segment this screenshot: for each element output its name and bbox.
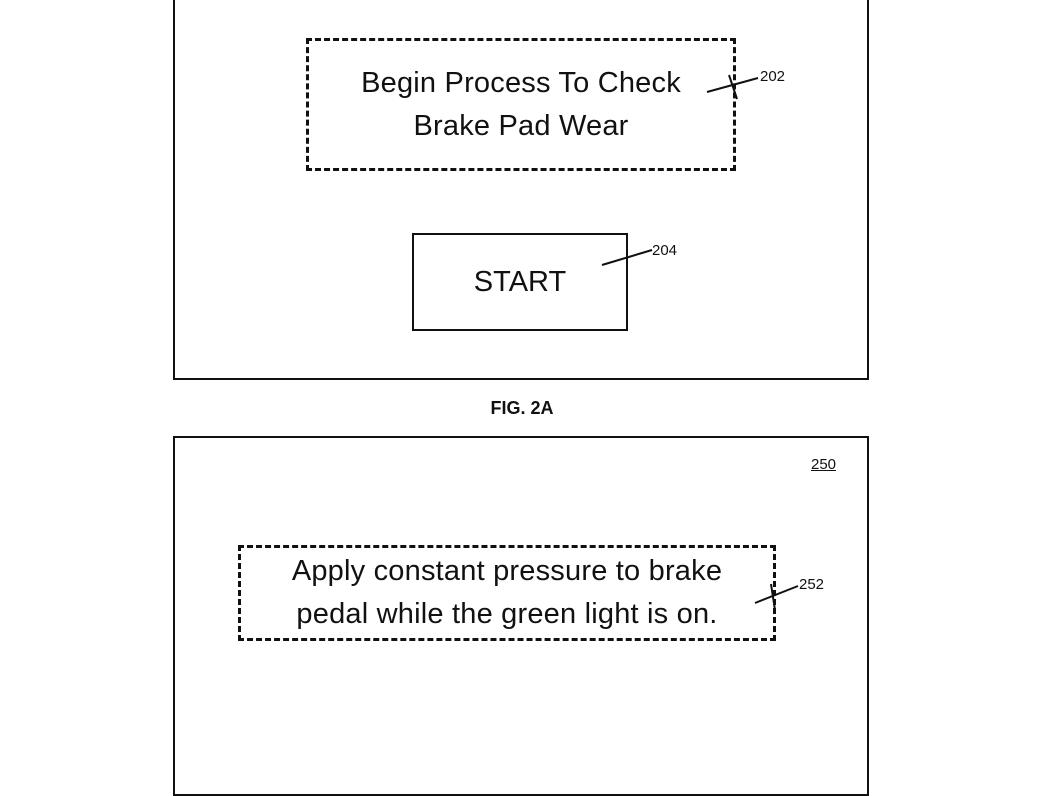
leader-tick-instruction [770,583,776,611]
leader-tick-prompt [728,74,738,100]
leader-line-start [601,249,653,266]
start-button[interactable]: START [412,233,628,331]
brake-pressure-instruction: Apply constant pressure to brake pedal w… [238,545,776,641]
leader-line-instruction [754,585,799,604]
ref-label-prompt: 202 [760,68,786,85]
begin-process-prompt: Begin Process To Check Brake Pad Wear [306,38,736,171]
figure-caption: FIG. 2A [490,398,554,418]
screen-fig-2b [173,436,869,796]
ref-label-screen: 250 [811,456,837,473]
ref-label-start: 204 [652,242,678,259]
ref-label-instruction: 252 [799,576,825,593]
